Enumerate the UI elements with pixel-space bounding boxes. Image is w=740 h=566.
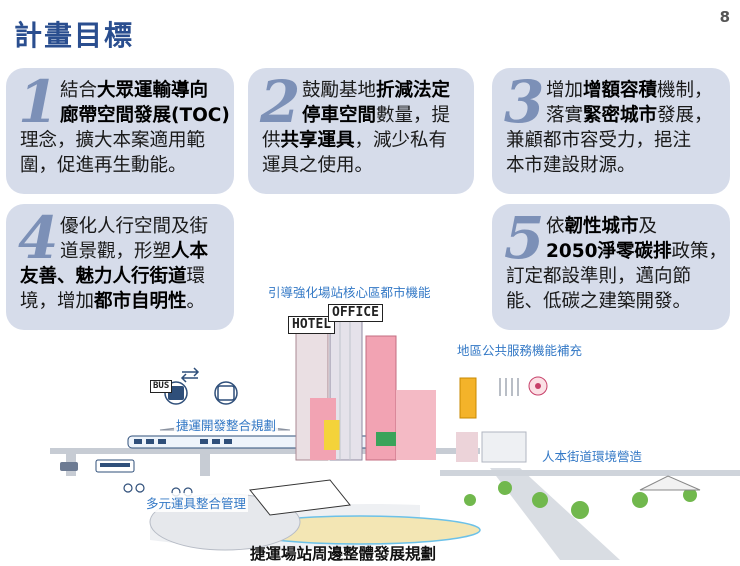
goal-text: 道景觀，形塑: [60, 241, 172, 262]
goal-text: 環: [186, 266, 206, 287]
goal-text: 本市建設財源。: [506, 155, 636, 176]
goal-text-line: 結合大眾運輸導向: [20, 78, 222, 103]
goal-text-line: 2050淨零碳排政策，: [506, 239, 727, 264]
goal-keyword: 人本: [171, 241, 209, 262]
goal-keyword: 共享運具: [280, 130, 355, 151]
goal-text-line: 圍，促進再生動能。: [20, 153, 222, 178]
goal-text-line: 能、低碳之建築開發。: [506, 289, 718, 314]
goal-text-line: 鼓勵基地折減法定: [262, 78, 462, 103]
label-street-environment: 人本街道環境營造: [540, 446, 645, 465]
goal-text-line: 本市建設財源。: [506, 153, 718, 178]
goal-keyword: 2050淨零碳排: [546, 241, 672, 262]
goal-keyword: 緊密城市: [583, 105, 658, 126]
illustration-title: 捷運場站周邊整體發展規劃: [250, 545, 437, 563]
goal-text: 兼顧都市容受力，挹注: [506, 130, 692, 151]
hotel-sign: HOTEL: [288, 316, 336, 334]
goal-text-line: 增加增額容積機制，: [506, 78, 718, 103]
goal-keyword: 增額容積: [583, 80, 658, 101]
goal-keyword: 折減法定: [376, 80, 451, 101]
green-roof: [376, 432, 396, 446]
pavilion: [639, 475, 701, 491]
goal-number: 4: [18, 204, 59, 272]
goal-keyword: 友善、魅力人行街道: [20, 266, 187, 287]
building-small: [456, 432, 478, 462]
transfer-icon: [180, 367, 200, 383]
label-public-services: 地區公共服務機能補充: [455, 340, 585, 359]
car: [60, 462, 78, 471]
label-core-functions: 引導強化場站核心區都市機能: [266, 282, 433, 301]
office-sign: OFFICE: [328, 304, 383, 322]
goal-text-line: 運具之使用。: [262, 153, 462, 178]
goal-text: 運具之使用。: [262, 155, 374, 176]
goal-text: 鼓勵基地: [302, 80, 377, 101]
goal-text-line: 停車空間數量，提: [262, 103, 462, 128]
goal-text-line: 理念，擴大本案適用範: [20, 128, 222, 153]
label-mrt-development: 捷運開發整合規劃: [174, 415, 279, 434]
goal-text-line: 廊帶空間發展(TOC): [20, 103, 230, 128]
goal-text: 結合: [60, 80, 98, 101]
goal-text: 優化人行空間及街: [60, 216, 209, 237]
ticket-icon: [217, 385, 235, 401]
street: [490, 468, 620, 560]
goal-text: 圍，促進再生動能。: [20, 155, 187, 176]
page-title: 計畫目標: [14, 19, 135, 52]
goal-keyword: 停車空間: [302, 105, 377, 126]
goal-number: 3: [504, 68, 545, 136]
building-yellow: [324, 420, 340, 450]
goal-text: 政策，: [671, 241, 728, 262]
label-multi-transport: 多元運具整合管理: [144, 493, 249, 512]
goal-text-line: 依韌性城市及: [506, 214, 718, 239]
goal-text: 及: [638, 216, 658, 237]
goal-number: 2: [260, 68, 301, 136]
goal-text: 落實: [546, 105, 584, 126]
building-pink-low: [396, 390, 436, 460]
goal-text-line: 兼顧都市容受力，挹注: [506, 128, 718, 153]
goal-text: 供: [262, 130, 281, 151]
people-icons: [499, 378, 519, 396]
building-civic: [481, 431, 527, 463]
underground-stair: [249, 479, 351, 516]
goal-text: 訂定都設準則，邁向節: [506, 266, 692, 287]
goal-text-line: 境，增加都市自明性。: [20, 289, 222, 314]
goal-keyword: 韌性城市: [564, 216, 639, 237]
goal-text: 機制，: [657, 80, 713, 101]
bus-sign: BUS: [150, 380, 173, 393]
goal-text-line: 供共享運具，減少私有: [262, 128, 462, 153]
goal-text: 增加: [546, 80, 584, 101]
goal-text: 理念，擴大本案適用範: [20, 130, 206, 151]
goal-text: ，減少私有: [354, 130, 448, 151]
goal-text-line: 訂定都設準則，邁向節: [506, 264, 718, 289]
goal-keyword: 廊帶空間發展(TOC): [60, 105, 230, 126]
goal-text: 境，增加: [20, 291, 95, 312]
goal-text-line: 道景觀，形塑人本: [20, 239, 222, 264]
flower-icon: [528, 376, 548, 396]
goal-keyword: 都市自明性: [94, 291, 187, 312]
mobility-icons: [164, 381, 238, 405]
building-public: [459, 377, 477, 419]
viaduct-pillar: [200, 454, 210, 476]
goal-keyword: 大眾運輸導向: [97, 80, 209, 101]
goal-text: 。: [186, 291, 206, 312]
goal-number: 5: [504, 204, 545, 272]
goal-text-line: 優化人行空間及街: [20, 214, 222, 239]
page-number: 8: [719, 8, 730, 26]
road: [440, 470, 740, 476]
goal-text: 數量，提: [376, 105, 451, 126]
goal-text: 依: [546, 216, 565, 237]
goal-text: 能、低碳之建築開發。: [506, 291, 692, 312]
viaduct-deck: [50, 448, 480, 454]
goal-text-line: 友善、魅力人行街道環: [20, 264, 222, 289]
goal-text-line: 落實緊密城市發展，: [506, 103, 718, 128]
goal-number: 1: [18, 68, 59, 136]
goal-text: 發展，: [657, 105, 713, 126]
